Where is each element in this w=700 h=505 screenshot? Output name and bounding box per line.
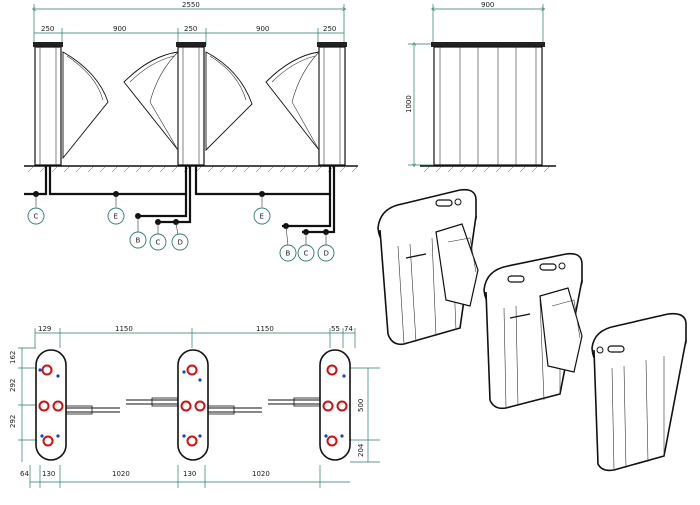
front-view: 2550 250 900 250 900 250 bbox=[24, 1, 359, 262]
dim-seg-5: 250 bbox=[323, 25, 336, 33]
anchor-bolts bbox=[38, 364, 348, 447]
iso-cabinet-right bbox=[591, 312, 687, 472]
plan-left-dim-3: 292 bbox=[9, 415, 17, 428]
plan-right-dim-1: 500 bbox=[357, 399, 365, 412]
cable-label-b-left: B bbox=[136, 237, 141, 245]
cable-label-c2-left: C bbox=[156, 239, 161, 247]
plan-bottom-dim-3: 1020 bbox=[112, 470, 130, 478]
plan-top-dim-5: 74 bbox=[344, 325, 353, 333]
plan-bottom-dim-5: 1020 bbox=[252, 470, 270, 478]
plan-top-dim-2: 1150 bbox=[115, 325, 133, 333]
plan-left-dim-1: 162 bbox=[9, 351, 17, 364]
cable-label-d-left: D bbox=[178, 239, 183, 247]
cable-label-d-right: D bbox=[324, 250, 329, 258]
cabinet-left bbox=[33, 42, 63, 166]
dim-side-width-label: 900 bbox=[481, 1, 494, 9]
iso-flap-middle bbox=[539, 287, 583, 373]
plan-bottom-dim-2: 130 bbox=[42, 470, 55, 478]
plan-flap-arms bbox=[65, 397, 321, 415]
cable-label-b-right: B bbox=[286, 250, 291, 258]
cable-label-e-left: E bbox=[114, 213, 118, 221]
plan-view: 129 1150 1150 55 74 162 292 292 500 204 … bbox=[9, 325, 380, 488]
dim-seg-2: 900 bbox=[113, 25, 126, 33]
cable-nodes bbox=[33, 191, 329, 235]
isometric-view bbox=[377, 188, 687, 472]
plan-bottom-dim-1: 64 bbox=[20, 470, 29, 478]
plan-top-dim-3: 1150 bbox=[256, 325, 274, 333]
cable-label-c-right: C bbox=[304, 250, 309, 258]
iso-flap-left bbox=[435, 223, 479, 307]
dim-overall-label: 2550 bbox=[182, 1, 200, 9]
cable-conduits bbox=[24, 166, 336, 234]
plan-top-dim-4: 55 bbox=[331, 325, 340, 333]
cable-holes bbox=[38, 368, 346, 438]
dim-seg-1: 250 bbox=[41, 25, 54, 33]
cabinet-right bbox=[317, 42, 347, 166]
ground-hatch bbox=[27, 165, 359, 173]
cabinet-middle bbox=[176, 42, 206, 166]
dim-seg-3: 250 bbox=[184, 25, 197, 33]
cable-label-e-right: E bbox=[260, 213, 264, 221]
flap-wings bbox=[62, 51, 320, 160]
cable-label-circles bbox=[27, 207, 335, 262]
side-view: 900 1000 bbox=[405, 1, 556, 173]
dim-side-height-label: 1000 bbox=[405, 95, 413, 113]
plan-bottom-dim-4: 130 bbox=[183, 470, 196, 478]
plan-top-dim-1: 129 bbox=[38, 325, 51, 333]
cable-label-c-left: C bbox=[34, 213, 39, 221]
dim-seg-4: 900 bbox=[256, 25, 269, 33]
plan-left-dim-2: 292 bbox=[9, 379, 17, 392]
plan-right-dim-2: 204 bbox=[357, 443, 365, 457]
